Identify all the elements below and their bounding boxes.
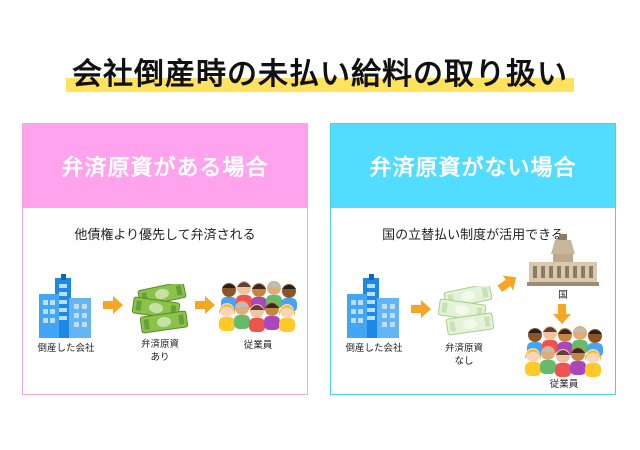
arrow-up-right-icon (497, 272, 519, 294)
employees-group-icon (525, 324, 605, 380)
government-label: 国 (558, 290, 568, 301)
money-label-line2: なし (454, 356, 474, 367)
panel-with-funds-description: 他債権より優先して弁済される (74, 228, 256, 243)
panel-without-funds-heading: 弁済原資がない場合 (331, 124, 615, 208)
money-stack-icon (129, 284, 191, 336)
money-label-line2: あり (150, 352, 170, 363)
company-building-icon (345, 274, 401, 338)
company-label: 倒産した会社 (37, 343, 95, 354)
government-building-icon (527, 234, 599, 286)
arrow-right-icon (103, 296, 123, 314)
panel-without-funds-description: 国の立替払い制度が活用できる (382, 228, 564, 243)
page-title: 会社倒産時の未払い給料の取り扱い (66, 55, 574, 95)
employees-label: 従業員 (549, 379, 579, 390)
title-container: 会社倒産時の未払い給料の取り扱い (0, 55, 640, 95)
arrow-right-icon (195, 296, 215, 314)
money-stack-faded-icon (435, 286, 497, 338)
panel-with-funds: 弁済原資がある場合 他債権より優先して弁済される 倒産した会社 弁済原資 あり … (22, 123, 308, 395)
panel-with-funds-heading: 弁済原資がある場合 (23, 124, 307, 208)
employees-group-icon (219, 279, 299, 335)
arrow-right-icon (411, 300, 431, 318)
company-building-icon (37, 274, 93, 338)
money-label-line1: 弁済原資 (140, 339, 179, 350)
company-label: 倒産した会社 (345, 343, 403, 354)
panel-without-funds: 弁済原資がない場合 国の立替払い制度が活用できる 倒産した会社 弁済原資 なし (330, 123, 616, 395)
money-label-line1: 弁済原資 (444, 343, 483, 354)
employees-label: 従業員 (243, 340, 273, 351)
arrow-down-icon (553, 304, 571, 324)
